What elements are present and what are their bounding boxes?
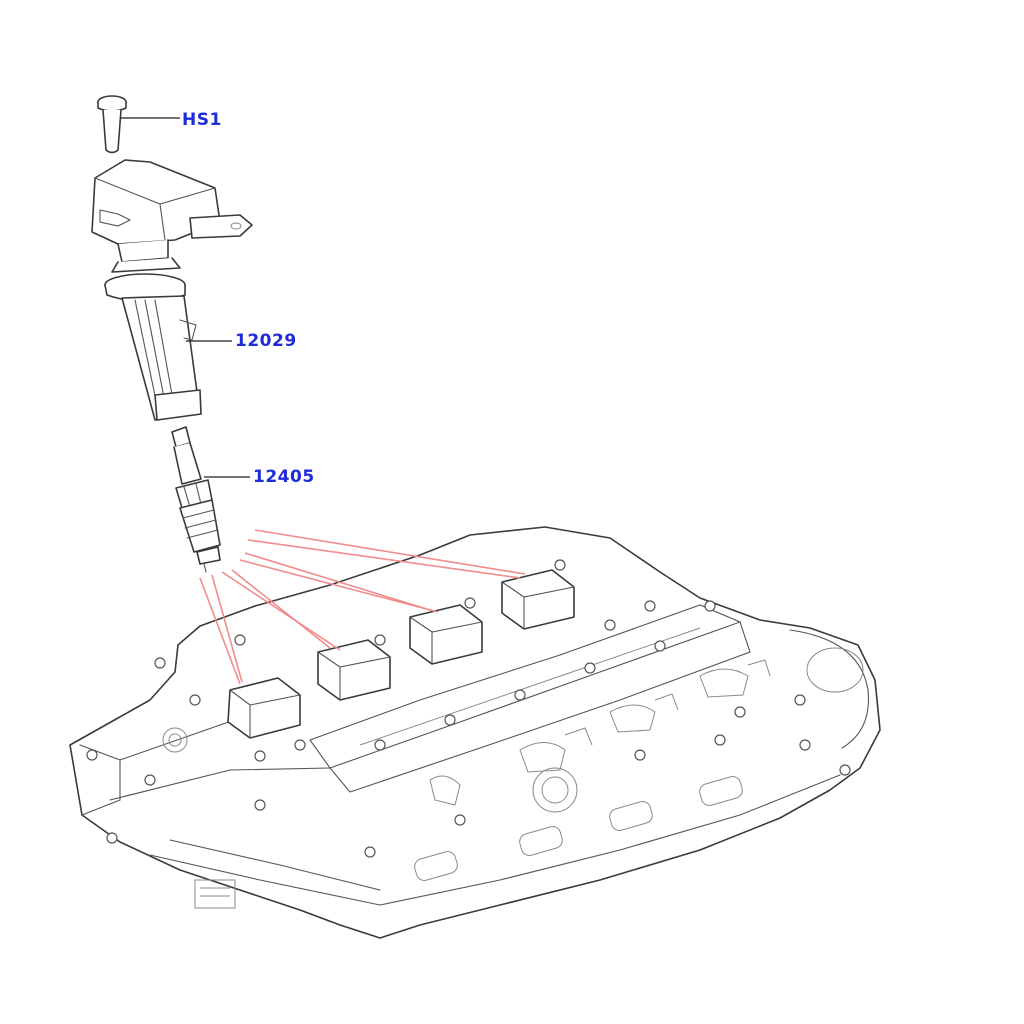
location-lines [199,529,526,685]
bolt-icon [97,95,127,154]
spark-plug-icon [171,426,221,573]
ignition-coil-icon [91,159,253,421]
callout-hs1[interactable]: HS1 [182,110,222,130]
callout-12405[interactable]: 12405 [253,467,315,487]
callout-12029[interactable]: 12029 [235,331,297,351]
cylinder-head-icon [69,526,881,939]
